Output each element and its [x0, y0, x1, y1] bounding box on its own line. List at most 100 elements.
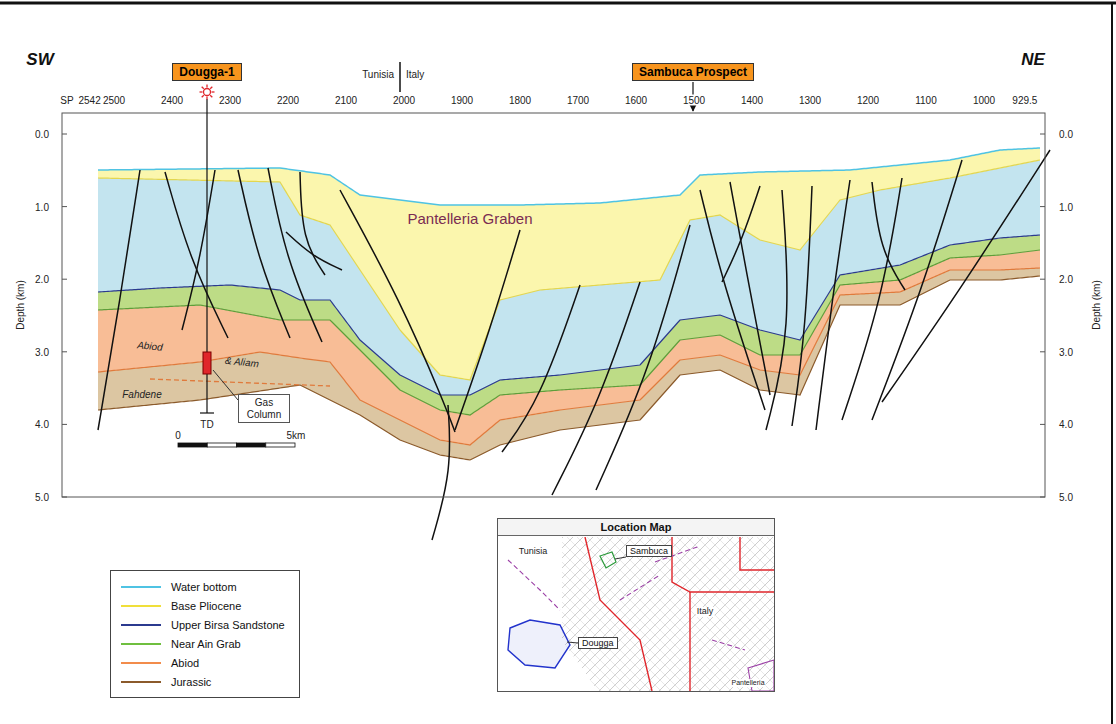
legend-box: Water bottomBase PlioceneUpper Birsa San…	[110, 570, 300, 698]
axis-label: 3.0	[35, 346, 49, 357]
shotpoint-number: 2300	[218, 95, 242, 106]
axis-label: 4.0	[1059, 419, 1073, 430]
axis-label: 2.0	[1059, 274, 1073, 285]
annotation-label: 0	[175, 430, 181, 441]
location-map-art	[498, 537, 774, 691]
callout-box: Gas Column	[238, 394, 290, 423]
shotpoint-number: 2100	[334, 95, 358, 106]
shotpoint-number: 1200	[856, 95, 880, 106]
annotation-label: Pantelleria Graben	[405, 211, 534, 228]
annotation-label: Italy	[696, 607, 715, 617]
leader-line	[567, 642, 578, 643]
shotpoint-number: 1500	[682, 95, 706, 106]
axis-tick	[1040, 351, 1045, 352]
page-rule	[1111, 3, 1113, 724]
dashed-horizon	[150, 379, 330, 386]
annotation-label: Fahdene	[121, 389, 162, 400]
axis-label: 1.0	[1059, 201, 1073, 212]
axis-tick	[1040, 424, 1045, 425]
fault-line	[872, 182, 905, 290]
fault-line	[882, 150, 1050, 402]
fault-line	[842, 178, 902, 420]
horizon-line	[98, 276, 1040, 460]
scale-bar	[178, 443, 207, 447]
plot-frame	[62, 113, 1045, 497]
annotation-label: 5km	[287, 430, 306, 441]
legend-row: Upper Birsa Sandstone	[121, 615, 285, 634]
map-callout: Dougga	[578, 637, 618, 649]
fault-line	[792, 186, 812, 426]
axis-label: 5.0	[35, 492, 49, 503]
scale-bar	[237, 443, 266, 447]
axis-tick	[1040, 206, 1045, 207]
fault-line	[182, 170, 215, 330]
shotpoint-number: 1400	[740, 95, 764, 106]
fault-line	[165, 172, 228, 338]
page-rule	[0, 2, 1116, 5]
axis-tick	[62, 351, 67, 352]
node-text: Sambuca	[630, 546, 668, 556]
shotpoint-number: 2200	[276, 95, 300, 106]
node-text: Location Map	[498, 519, 774, 536]
annotation-label: Italy	[405, 69, 425, 80]
axis-tick	[1040, 497, 1045, 498]
shotpoint-number: 1100	[914, 95, 938, 106]
fault-line	[286, 232, 342, 270]
shotpoint-number: 929.5	[1011, 95, 1038, 106]
fault-line	[722, 186, 760, 282]
annotation-label: SP	[59, 95, 74, 106]
axis-label: 0.0	[35, 129, 49, 140]
legend-line	[121, 677, 161, 687]
legend-line	[121, 601, 161, 611]
legend-text: Upper Birsa Sandstone	[171, 619, 285, 631]
fault-line	[238, 170, 290, 338]
shotpoint-number: 1000	[972, 95, 996, 106]
axis-tick	[1040, 134, 1045, 135]
axis-label: 2.0	[35, 274, 49, 285]
gas-column	[203, 352, 211, 374]
axis-label: 4.0	[35, 419, 49, 430]
fault-line	[455, 230, 520, 430]
node-text: Dougga	[582, 638, 614, 648]
legend-row: Water bottom	[121, 577, 285, 596]
map-callout: Sambuca	[626, 545, 672, 557]
annotation-label: Pantelleria	[730, 679, 765, 687]
axis-tick	[62, 206, 67, 207]
annotation-label: TD	[200, 419, 213, 430]
axis-label: Depth (km)	[1091, 280, 1102, 329]
fault-line	[596, 225, 690, 490]
axis-label: 5.0	[1059, 492, 1073, 503]
scale-bar	[266, 443, 295, 447]
annotation-label: SW	[26, 51, 53, 70]
legend-row: Abiod	[121, 653, 285, 672]
shotpoint-number: 1600	[624, 95, 648, 106]
shotpoint-number: 2500	[102, 95, 126, 106]
horizon-line	[98, 160, 1040, 380]
fault-line	[552, 282, 640, 495]
shotpoint-number: 1800	[508, 95, 532, 106]
scale-bar	[207, 443, 236, 447]
fault-line	[502, 285, 580, 452]
shotpoint-number: 2400	[160, 95, 184, 106]
legend-text: Base Pliocene	[171, 600, 241, 612]
axis-tick	[62, 497, 67, 498]
legend-line	[121, 639, 161, 649]
annotation-label: Tunisia	[361, 69, 395, 80]
axis-label: 0.0	[1059, 129, 1073, 140]
axis-label: 3.0	[1059, 346, 1073, 357]
fault-line	[766, 190, 787, 430]
node-text: Gas Column	[242, 397, 286, 420]
well-td	[200, 412, 214, 413]
legend-line	[121, 658, 161, 668]
shotpoint-number: 1700	[566, 95, 590, 106]
legend-text: Near Ain Grab	[171, 638, 241, 650]
axis-label: Depth (km)	[15, 280, 26, 329]
axis-tick	[1040, 279, 1045, 280]
axis-tick	[62, 134, 67, 135]
horizon-line	[98, 268, 1040, 445]
prospect-name-box: Sambuca Prospect	[632, 63, 754, 81]
axis-tick	[62, 279, 67, 280]
legend-row: Base Pliocene	[121, 596, 285, 615]
horizon-line	[98, 250, 1040, 415]
shotpoint-number: 1300	[798, 95, 822, 106]
